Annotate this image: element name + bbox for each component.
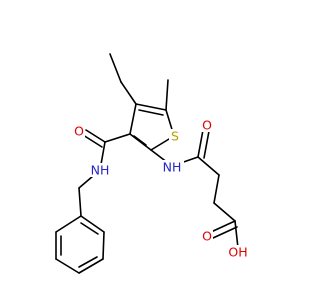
- sulfur-atom: S: [169, 129, 181, 144]
- bond-carbonyl-o-right-2: [203, 130, 210, 159]
- chemical-structure: S NH O NH O O OH: [55, 53, 250, 274]
- amide-o-left-atom: O: [73, 124, 85, 139]
- bond-ph-1: [80, 215, 105, 233]
- acid-o-label: O: [202, 229, 212, 244]
- acid-oh-label: OH: [228, 245, 247, 260]
- bond-carbonyl-o-left-2: [82, 134, 103, 148]
- bond-ring-c4-c5: [135, 103, 167, 111]
- bond-ethyl-ch2: [120, 81, 137, 105]
- acid-o-atom: O: [201, 229, 213, 244]
- bond-ring-c2-c3-double: [133, 135, 147, 146]
- acid-oh-atom: OH: [226, 245, 250, 260]
- amide-o-right-label: O: [202, 118, 212, 133]
- bond-ph-3: [78, 258, 104, 274]
- amide-nh-left-atom: NH: [88, 163, 112, 178]
- amide-nh-right-atom: NH: [160, 160, 184, 175]
- amide-o-left-label: O: [74, 124, 84, 139]
- bond-chain-2: [213, 174, 220, 204]
- bond-ph-inner-1: [80, 222, 99, 235]
- bond-ring-c4-c5-double: [138, 109, 164, 116]
- bond-methyl: [165, 79, 169, 111]
- bond-ph-4: [55, 258, 80, 274]
- atom-labels: S NH O NH O O OH: [73, 118, 250, 260]
- bond-ph-inner-2: [78, 256, 98, 268]
- amide-nh-right-label: NH: [163, 160, 182, 175]
- bond-ch2-phenyl: [78, 187, 82, 217]
- bond-c3-carbonyl: [104, 133, 131, 143]
- bond-acid-o-2: [212, 226, 238, 239]
- bond-acid-o-1: [210, 220, 236, 233]
- bond-chain-3: [213, 202, 236, 222]
- bond-ph-2: [102, 231, 105, 260]
- bond-ring-c3-c4: [129, 103, 137, 135]
- amide-nh-left-label: NH: [91, 163, 110, 178]
- bond-carbonyl-o-left-1: [85, 129, 106, 143]
- sulfur-label: S: [171, 129, 179, 144]
- amide-o-right-atom: O: [201, 118, 213, 133]
- bond-ph-6: [55, 215, 82, 233]
- bond-ethyl-ch3: [109, 53, 122, 83]
- bond-acid-oh: [234, 220, 239, 249]
- bond-carbonyl-o-right-1: [197, 129, 204, 158]
- bond-ring-c2-c3: [129, 133, 152, 151]
- bond-chain-1: [197, 156, 220, 176]
